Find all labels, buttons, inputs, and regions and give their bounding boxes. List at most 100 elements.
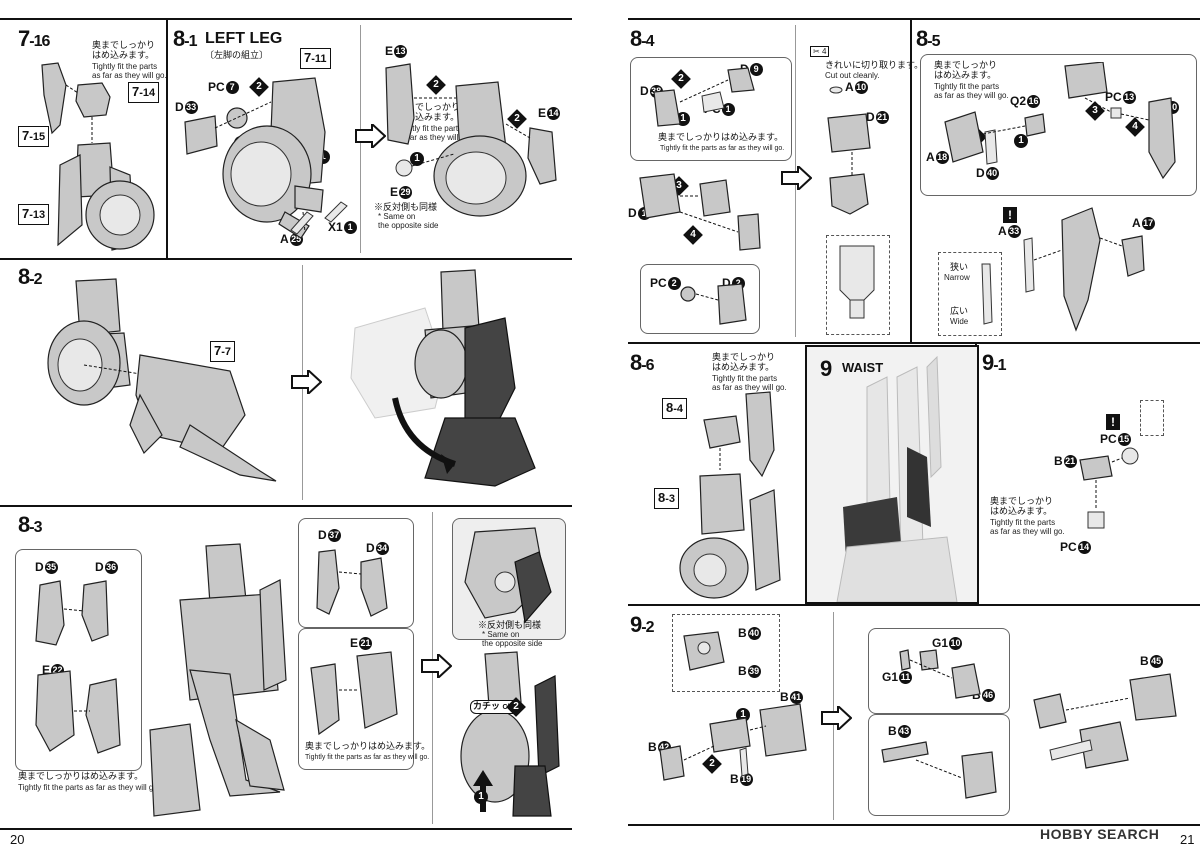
- illustration-inset: [839, 245, 875, 319]
- step-title-jp: 〔左脚の組立〕: [205, 50, 269, 60]
- instruction-jp: 奥までしっかり はめ込みます。: [934, 60, 998, 80]
- illustration-8-3-main: [149, 543, 287, 817]
- step-number-7-16: 7-16: [18, 26, 50, 51]
- narrow-jp: 狭い: [950, 262, 969, 272]
- top-rule: [628, 18, 1200, 20]
- row-divider-1: [0, 258, 572, 260]
- instruction-jp: 奥までしっかりはめ込みます。: [305, 741, 431, 751]
- illustration-9-2-a: [659, 703, 807, 781]
- illustration-8-4-a: [653, 67, 755, 127]
- illustration-d37-d34: [316, 549, 388, 617]
- col-divider-8-5: [910, 18, 912, 342]
- narrow-en: Narrow: [944, 273, 970, 282]
- illustration-8-3-final: [460, 651, 560, 817]
- armor-d35: [149, 723, 201, 817]
- order-marker: 1: [410, 152, 424, 166]
- tool-icon-box: ✂ 4: [810, 46, 830, 57]
- instruction-jp: 奥までしっかり はめ込みます。: [712, 352, 776, 372]
- instruction-jp: 奥までしっかりはめ込みます。: [18, 771, 144, 781]
- arrow-right-icon: [421, 654, 452, 678]
- instruction-en: Tightly fit the parts as far as they wil…: [990, 518, 1065, 536]
- illustration-width: [981, 263, 993, 325]
- step-number-8-5: 8-5: [916, 26, 941, 51]
- part-d33: [184, 115, 218, 155]
- illustration-b43: [881, 741, 997, 799]
- ref-box-7-15: 7-15: [18, 126, 50, 147]
- illustration-g1: [899, 649, 981, 699]
- step-number-9-2: 9-2: [630, 612, 655, 637]
- instruction-jp: 奥までしっかり はめ込みます。: [990, 496, 1054, 516]
- detail-inset: [1140, 400, 1164, 436]
- instruction-jp: 奥までしっかり はめ込みます。: [92, 40, 156, 60]
- ref-box-7-13: 7-13: [18, 204, 50, 225]
- page-number: 21: [1180, 832, 1195, 847]
- instruction-jp: 奥までしっかりはめ込みます。: [658, 132, 784, 142]
- row-divider-2: [0, 505, 572, 507]
- ref-box-8-4: 8-4: [662, 398, 688, 419]
- instruction-en: Tightly fit the parts as far as they wil…: [712, 374, 787, 392]
- ref-box-8-3: 8-3: [654, 488, 680, 509]
- instruction-en: Tightly fit the parts as far as they wil…: [934, 82, 1009, 100]
- step-number-8-1: 8-1: [173, 26, 198, 51]
- watermark: HOBBY SEARCH: [1040, 826, 1160, 842]
- illustration-b40: [683, 631, 725, 671]
- part-pc7: [226, 107, 248, 129]
- instruction-jp: 奥までしっかり はめ込みます。: [397, 102, 461, 122]
- illustration-7-16: [41, 62, 155, 251]
- caution-icon: !: [1106, 414, 1120, 430]
- arrow-right-icon: [781, 166, 812, 190]
- illustration-8-6: [679, 391, 781, 599]
- order-marker: 1: [1014, 134, 1028, 148]
- top-rule: [0, 18, 572, 20]
- wide-en: Wide: [950, 317, 969, 326]
- step-title-waist: WAIST: [842, 360, 884, 375]
- bottom-rule: [628, 824, 1200, 826]
- bottom-rule: [0, 828, 572, 830]
- ghost-part: [350, 307, 446, 419]
- step-number-9-1: 9-1: [982, 350, 1007, 375]
- instruction-en: Tightly fit the parts as far as they wil…: [92, 62, 167, 80]
- illustration-8-1-b: [385, 63, 557, 217]
- opposite-side-jp: ※反対側も同様: [478, 620, 542, 630]
- ref-box-7-7: 7-7: [210, 341, 236, 362]
- illustration-8-4-c: [827, 86, 871, 215]
- row-divider-1: [628, 342, 1200, 344]
- illustration-zoom: [464, 527, 552, 624]
- opposite-side-en: * Same on the opposite side: [378, 212, 439, 230]
- left-page: 7-16 奥までしっかり はめ込みます。 Tightly fit the par…: [0, 0, 580, 852]
- arrow-right-icon: [821, 706, 852, 730]
- illustration-8-2-b: [350, 269, 536, 487]
- cut-instruction-en: Cut out cleanly.: [825, 71, 880, 80]
- instruction-en: Tightly fit the parts as far as they wil…: [660, 145, 785, 152]
- illustration-9-2-b: [1033, 673, 1177, 769]
- waist-photo-graphic: [807, 347, 977, 602]
- callout-box-d37-d34: [298, 518, 414, 628]
- illustration-8-1: [184, 77, 348, 239]
- foot-part: [424, 417, 536, 487]
- instruction-en: Tightly fit the parts as far as they wil…: [305, 754, 430, 761]
- page-number: 20: [10, 832, 25, 847]
- order-marker: 1: [474, 790, 488, 804]
- right-page: 8-4 D9 D38 PC1 奥までしっかりはめ込みます。 Tightly fi…: [620, 0, 1200, 852]
- illustration-8-3-parts: [35, 580, 121, 754]
